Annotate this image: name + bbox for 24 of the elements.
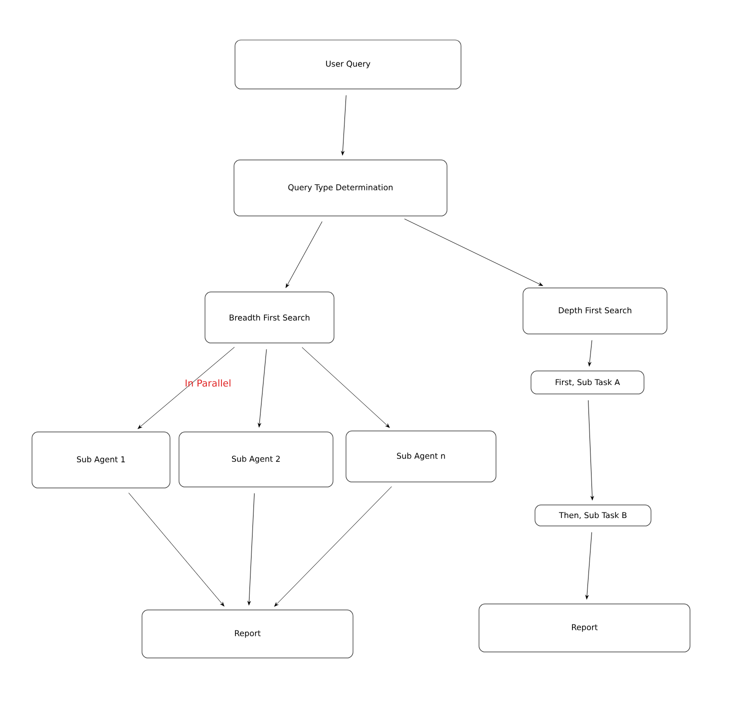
arrow	[274, 486, 392, 607]
note-label: In Parallel	[186, 379, 230, 387]
process-box: Report	[142, 610, 354, 658]
arrow	[404, 218, 543, 286]
process-box: Breadth First Search	[204, 292, 334, 344]
process-box: Then, Sub Task B	[534, 504, 652, 526]
process-box: Sub Agent n	[346, 430, 496, 482]
arrow	[341, 95, 346, 156]
arrow	[302, 347, 390, 428]
arrow	[588, 340, 592, 366]
arrow	[585, 532, 592, 600]
arrow	[588, 400, 594, 500]
arrow	[258, 349, 267, 428]
arrow	[138, 346, 235, 429]
process-box: Report	[478, 604, 690, 652]
arrow	[286, 221, 322, 288]
process-box: Depth First Search	[522, 288, 668, 334]
process-box: User Query	[234, 40, 462, 90]
arrow	[248, 493, 255, 606]
arrow	[128, 492, 224, 606]
process-box: Sub Agent 1	[32, 432, 170, 488]
process-box: First, Sub Task A	[530, 370, 644, 394]
process-box: Sub Agent 2	[178, 432, 334, 488]
process-box: Query Type Determination	[234, 160, 448, 216]
